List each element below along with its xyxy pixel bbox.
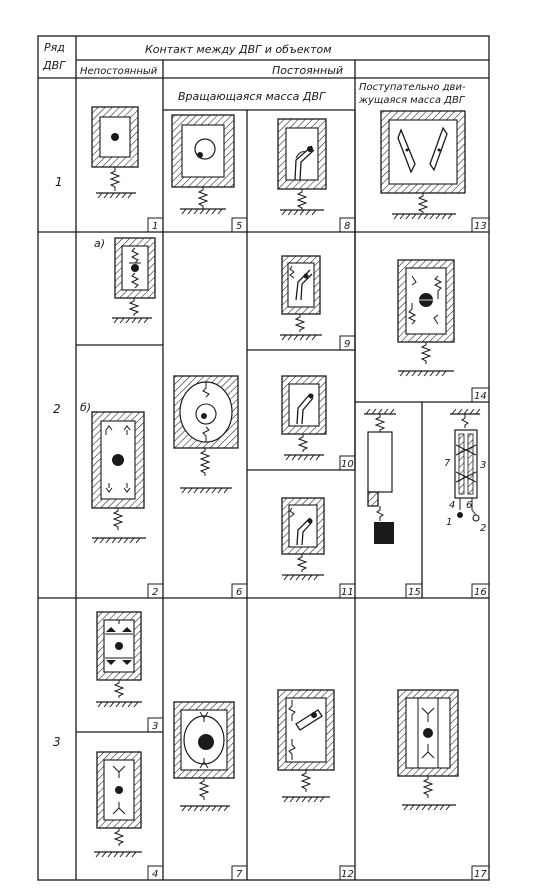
- cell-number-11: 11: [341, 587, 354, 598]
- figure-1: [91, 106, 139, 199]
- figure-7: [173, 701, 235, 812]
- figure-10: [281, 375, 327, 461]
- cell-number-boxes: [147, 217, 489, 880]
- cell-number-1: 1: [152, 221, 158, 232]
- header-rotating: Вращающаяся масса ДВГ: [178, 90, 326, 103]
- figure-14: [397, 259, 455, 377]
- cell-number-17: 17: [474, 869, 487, 880]
- cell-number-16: 16: [474, 587, 487, 598]
- cell-number-5: 5: [236, 221, 242, 232]
- cell-number-4: 4: [152, 869, 158, 880]
- figure-12: [277, 689, 335, 803]
- cell-number-13: 13: [474, 221, 487, 232]
- header-contact: Контакт между ДВГ и объектом: [145, 43, 332, 56]
- header-translating-1: Поступательно дви-: [359, 82, 466, 93]
- header-nonconstant: Непостоянный: [80, 66, 158, 77]
- figure-15: [364, 408, 396, 544]
- figure-6: [173, 375, 239, 494]
- figure-4: [94, 751, 142, 858]
- figure-5: [171, 114, 235, 215]
- cell16-label-3: 3: [480, 460, 486, 471]
- figure-16: [450, 408, 481, 522]
- figure-13: [380, 110, 466, 220]
- table-grid: [37, 35, 490, 881]
- header-translating-2: жущаяся масса ДВГ: [358, 95, 466, 106]
- sublabel-b: б): [80, 401, 91, 414]
- figure-3: [96, 611, 142, 708]
- cell-number-10: 10: [341, 459, 354, 470]
- cell16-label-2: 2: [480, 523, 486, 534]
- header-constant: Постоянный: [272, 64, 343, 77]
- figure-2a: [112, 237, 156, 324]
- corner-label-row: Ряд: [44, 41, 65, 54]
- figure-17: [397, 689, 459, 811]
- cell16-label-6: 6: [466, 500, 472, 511]
- corner-label-dvg: ДВГ: [42, 59, 66, 72]
- cell-number-6: 6: [236, 587, 242, 598]
- cell-number-15: 15: [408, 587, 421, 598]
- cell16-label-1: 1: [446, 517, 452, 528]
- figure-8: [277, 118, 327, 216]
- cell-number-7: 7: [236, 869, 243, 880]
- row-label-3: 3: [53, 735, 61, 749]
- cell-number-9: 9: [344, 339, 350, 350]
- figure-2b: [91, 411, 146, 544]
- cell-number-8: 8: [344, 221, 350, 232]
- figure-11: [281, 497, 325, 581]
- cell-number-3: 3: [152, 721, 158, 732]
- row-label-1: 1: [55, 175, 63, 189]
- cell-number-14: 14: [474, 391, 487, 402]
- cell-number-12: 12: [341, 869, 354, 880]
- figure-9: [280, 255, 322, 341]
- cell-number-2: 2: [152, 587, 158, 598]
- row-label-2: 2: [53, 402, 61, 416]
- cell16-label-7: 7: [444, 458, 451, 469]
- sublabel-a: а): [94, 237, 105, 250]
- cell16-label-4: 4: [449, 500, 455, 511]
